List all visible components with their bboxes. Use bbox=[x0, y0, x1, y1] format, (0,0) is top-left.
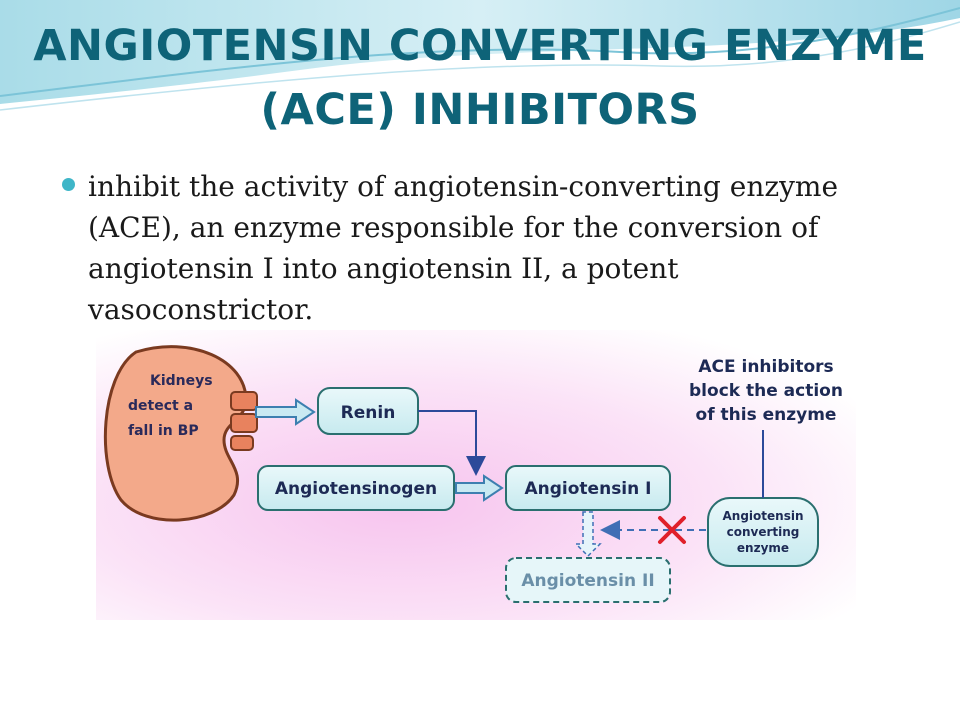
renin-label: Renin bbox=[341, 403, 396, 423]
kidney-label-line-3: fall in BP bbox=[128, 423, 199, 439]
kidney-icon bbox=[103, 345, 258, 522]
ace-label-line-1: Angiotensin bbox=[723, 509, 804, 523]
note-line-1: ACE inhibitors bbox=[698, 357, 833, 377]
angiotensin1-box bbox=[505, 465, 671, 511]
angiotensin1-to-angiotensin2-arrow bbox=[574, 511, 602, 558]
angiotensinogen-to-angiotensin1-arrow bbox=[455, 474, 504, 502]
note-line-2: block the action bbox=[689, 381, 843, 401]
header-wave-decoration bbox=[0, 0, 960, 111]
bullet-dot-icon bbox=[62, 178, 75, 191]
kidney-label-line-2: detect a bbox=[128, 398, 193, 414]
angiotensinogen-box bbox=[257, 465, 455, 511]
angiotensin1-label: Angiotensin I bbox=[525, 479, 652, 499]
angiotensin2-box bbox=[505, 557, 671, 603]
ace-pathway-diagram: Kidneys detect a fall in BP Renin Angiot… bbox=[96, 330, 856, 620]
block-x-icon bbox=[658, 516, 686, 544]
note-line-3: of this enzyme bbox=[696, 405, 837, 425]
kidney-to-renin-arrow bbox=[255, 398, 316, 426]
kidney-label-line-1: Kidneys bbox=[150, 373, 213, 389]
ace-label-line-3: enzyme bbox=[737, 541, 789, 555]
angiotensin2-label: Angiotensin II bbox=[521, 571, 654, 591]
bullet-text: inhibit the activity of angiotensin-conv… bbox=[88, 170, 839, 326]
slide-title: ANGIOTENSIN CONVERTING ENZYME (ACE) INHI… bbox=[33, 21, 927, 135]
ace-label-line-2: converting bbox=[727, 525, 800, 539]
renin-to-angiotensin1-arrow bbox=[418, 410, 486, 476]
angiotensinogen-label: Angiotensinogen bbox=[275, 479, 437, 499]
